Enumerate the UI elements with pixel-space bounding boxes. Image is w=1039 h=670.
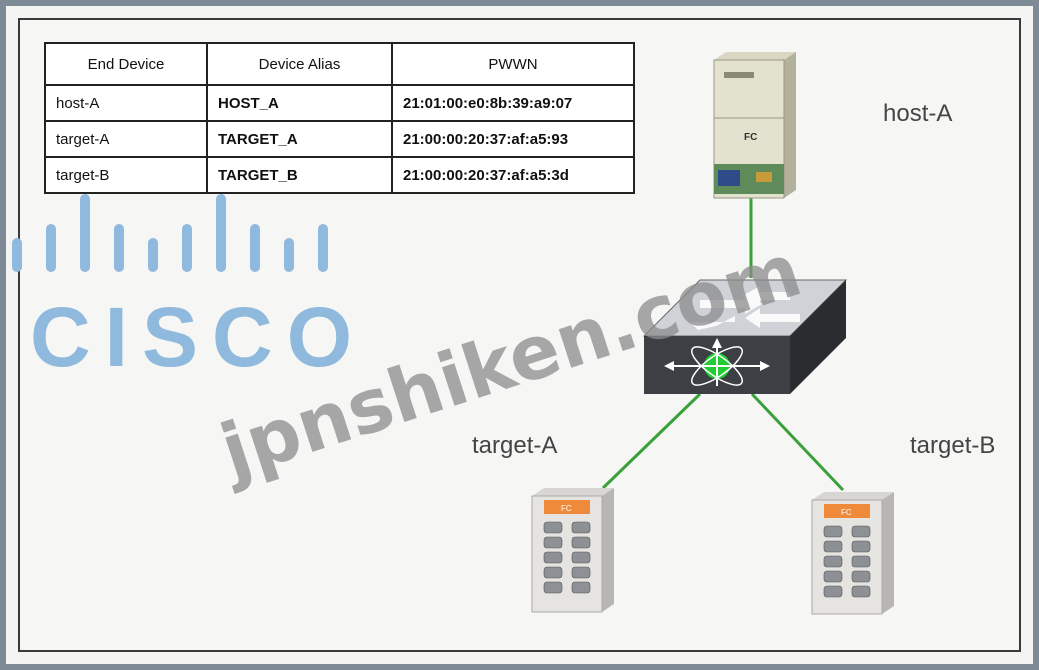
target-a-label: target-A: [472, 432, 558, 459]
host-server-icon: FC: [713, 52, 796, 199]
cell-device: target-A: [44, 120, 208, 158]
col-header-pwwn: PWWN: [391, 42, 635, 86]
cell-device: host-A: [44, 84, 208, 122]
device-alias-table: End Device Device Alias PWWN host-A HOST…: [44, 42, 635, 194]
target-b-fc-label: FC: [841, 508, 852, 517]
fc-links: [601, 198, 845, 492]
fc-switch-icon: [642, 279, 848, 394]
table-row: host-A HOST_A 21:01:00:e0:8b:39:a9:07: [44, 84, 635, 122]
target-b-label: target-B: [910, 432, 996, 459]
host-fc-label: FC: [744, 132, 757, 143]
cell-pwwn: 21:00:00:20:37:af:a5:93: [391, 120, 635, 158]
host-a-label: host-A: [883, 100, 953, 127]
table-row: target-B TARGET_B 21:00:00:20:37:af:a5:3…: [44, 156, 635, 194]
table-header-row: End Device Device Alias PWWN: [44, 42, 635, 86]
link-switch-target-b: [750, 392, 845, 492]
cell-pwwn: 21:01:00:e0:8b:39:a9:07: [391, 84, 635, 122]
cell-device: target-B: [44, 156, 208, 194]
cisco-wordmark: CISCO: [30, 290, 366, 384]
cell-alias: TARGET_A: [206, 120, 393, 158]
table-row: target-A TARGET_A 21:00:00:20:37:af:a5:9…: [44, 120, 635, 158]
cell-alias: TARGET_B: [206, 156, 393, 194]
target-a-fc-label: FC: [561, 504, 572, 513]
cisco-logo: CISCO: [12, 194, 366, 384]
col-header-device-alias: Device Alias: [206, 42, 393, 86]
link-switch-target-a: [601, 392, 702, 490]
cell-alias: HOST_A: [206, 84, 393, 122]
col-header-end-device: End Device: [44, 42, 208, 86]
cell-pwwn: 21:00:00:20:37:af:a5:3d: [391, 156, 635, 194]
target-b-storage-icon: FC: [811, 492, 894, 615]
target-a-storage-icon: FC: [531, 488, 614, 613]
